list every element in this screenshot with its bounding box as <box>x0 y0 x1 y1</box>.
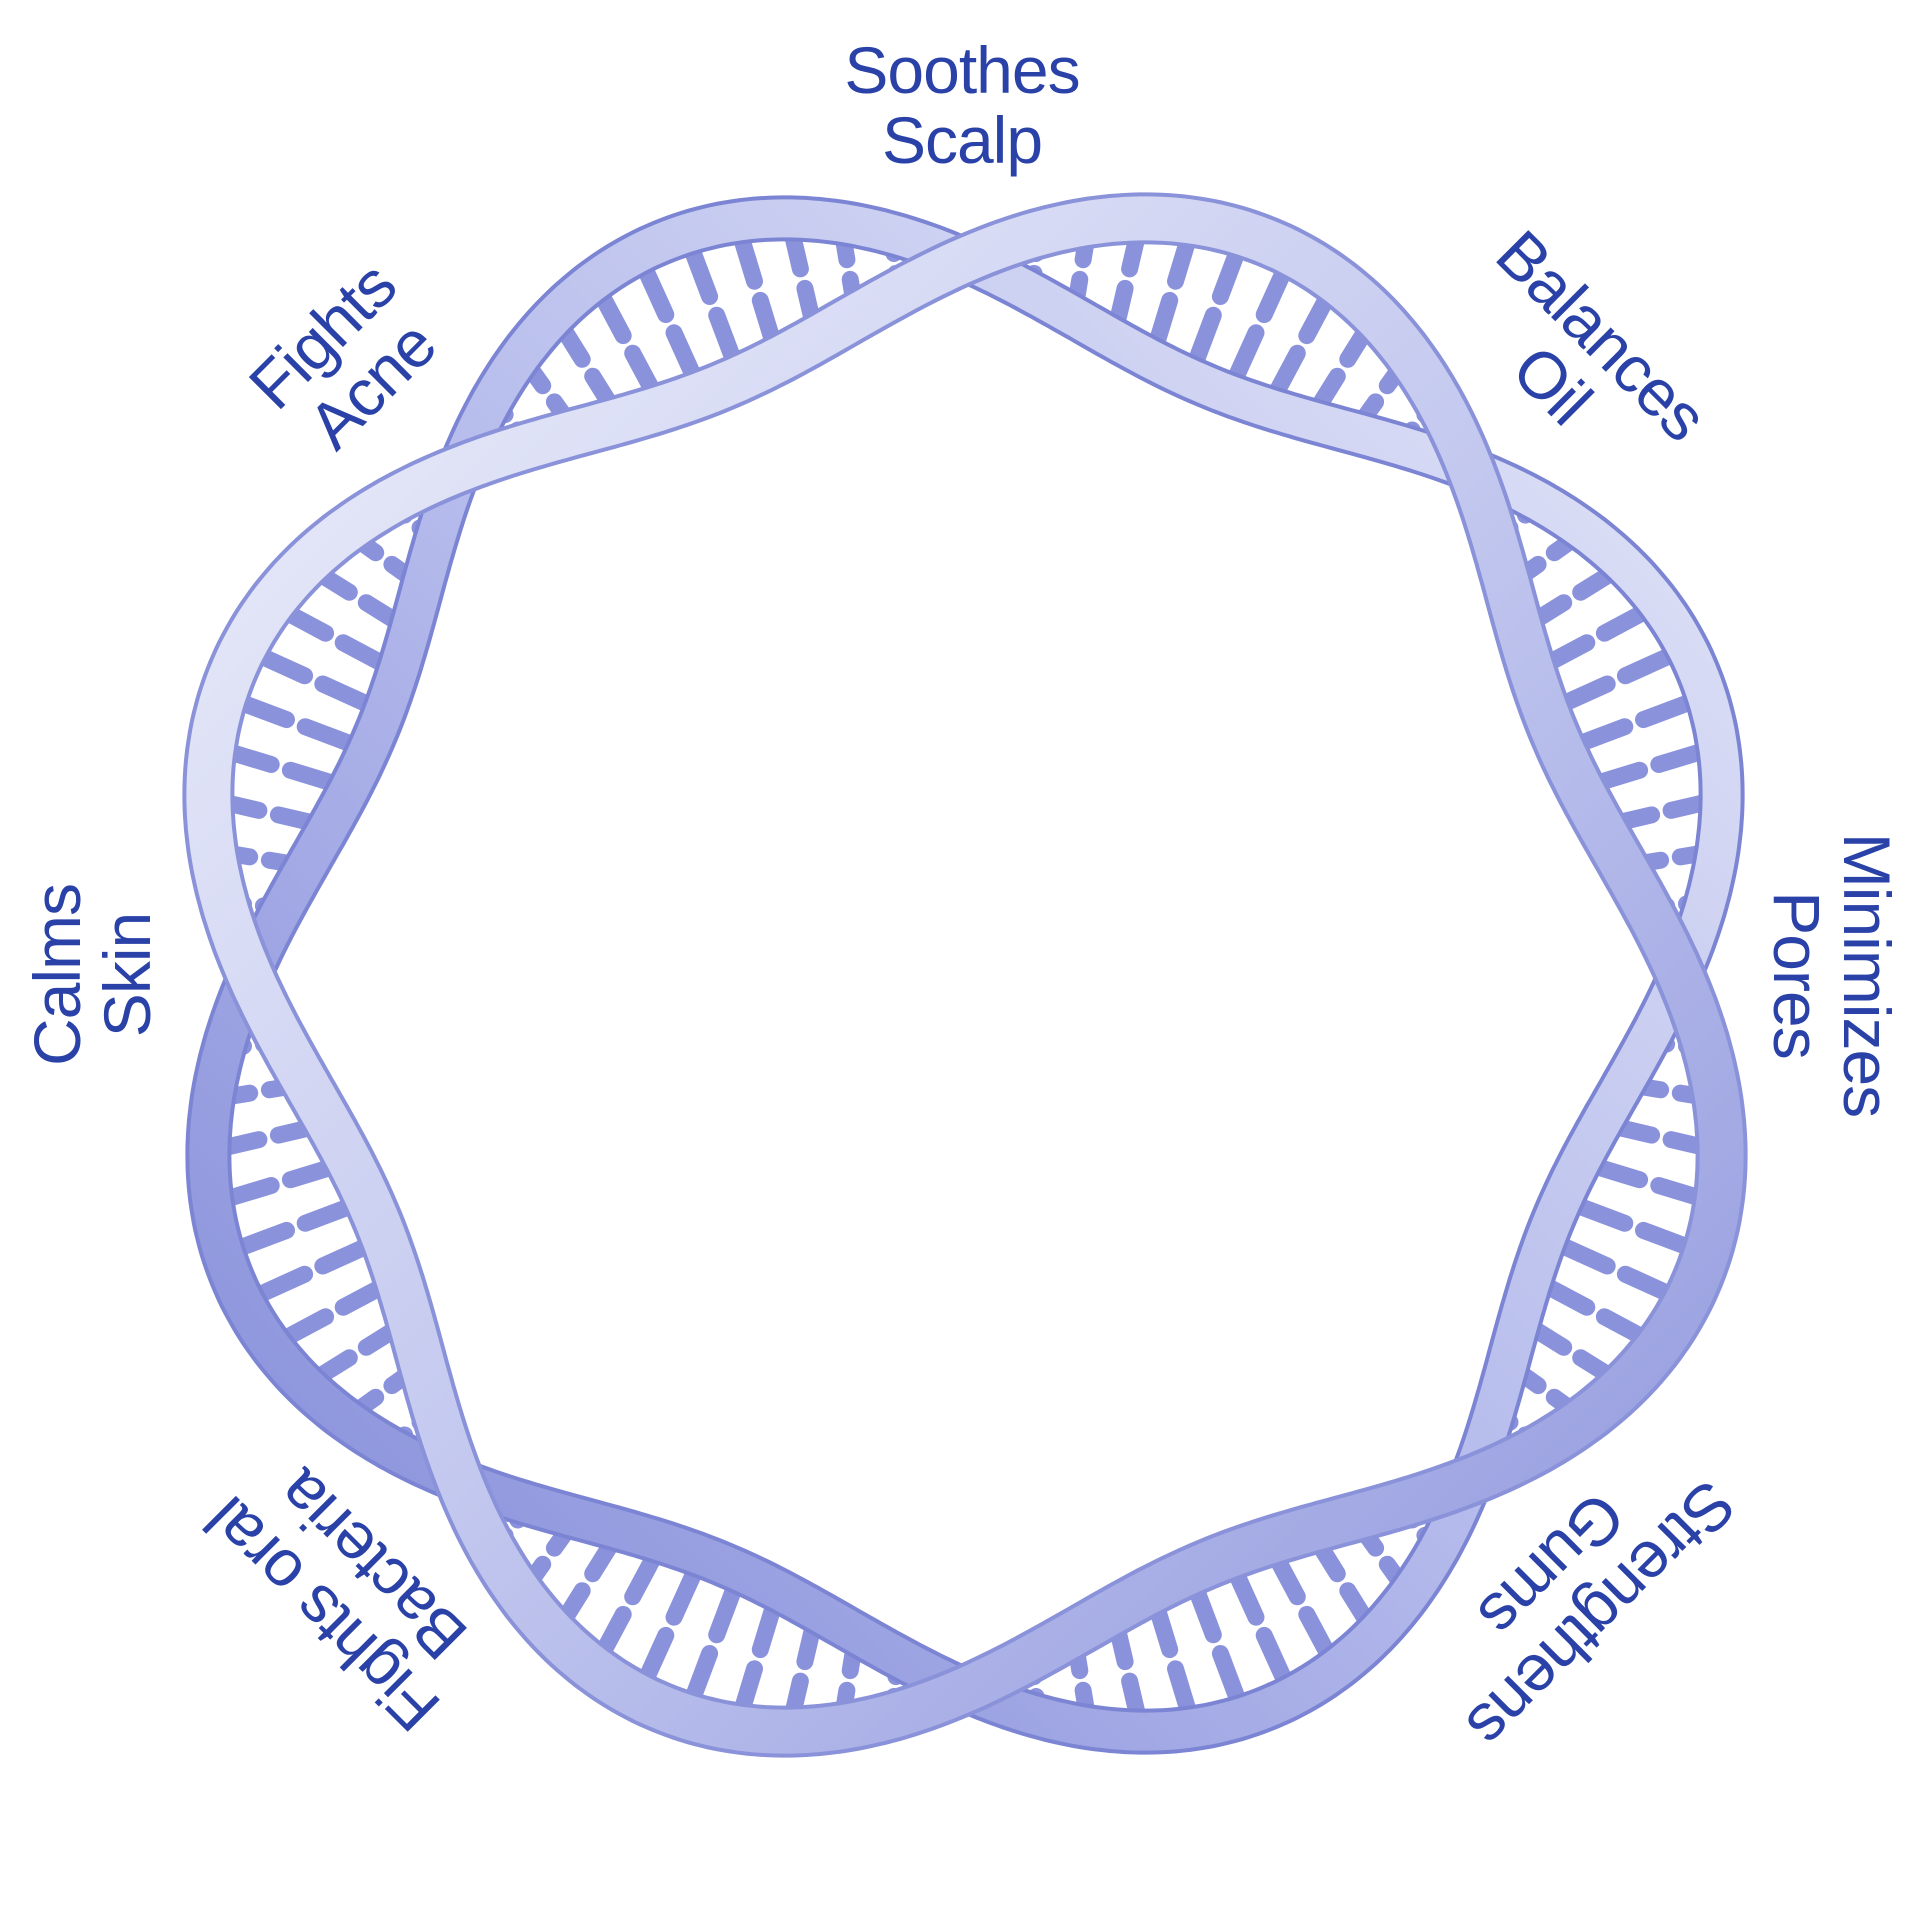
label-soothes-scalp: Soothes Scalp <box>662 35 1262 175</box>
label-line: Minimizes <box>1830 832 1904 1118</box>
dna-strand-front-shadow <box>182 192 1748 1758</box>
label-minimizes-pores: Minimizes Pores <box>1760 675 1904 1275</box>
label-line: Scalp <box>881 103 1043 177</box>
base-pair-rungs <box>199 209 1731 1741</box>
label-line: Soothes <box>844 33 1080 107</box>
label-line: Skin <box>90 912 164 1038</box>
label-line: Calms <box>20 884 94 1067</box>
dna-strand-back-shadow <box>185 195 1745 1755</box>
dna-strand-front <box>186 196 1744 1754</box>
label-calms-skin: Calms Skin <box>20 675 164 1275</box>
dna-strand-back <box>189 199 1741 1751</box>
label-line: Pores <box>1760 891 1834 1059</box>
